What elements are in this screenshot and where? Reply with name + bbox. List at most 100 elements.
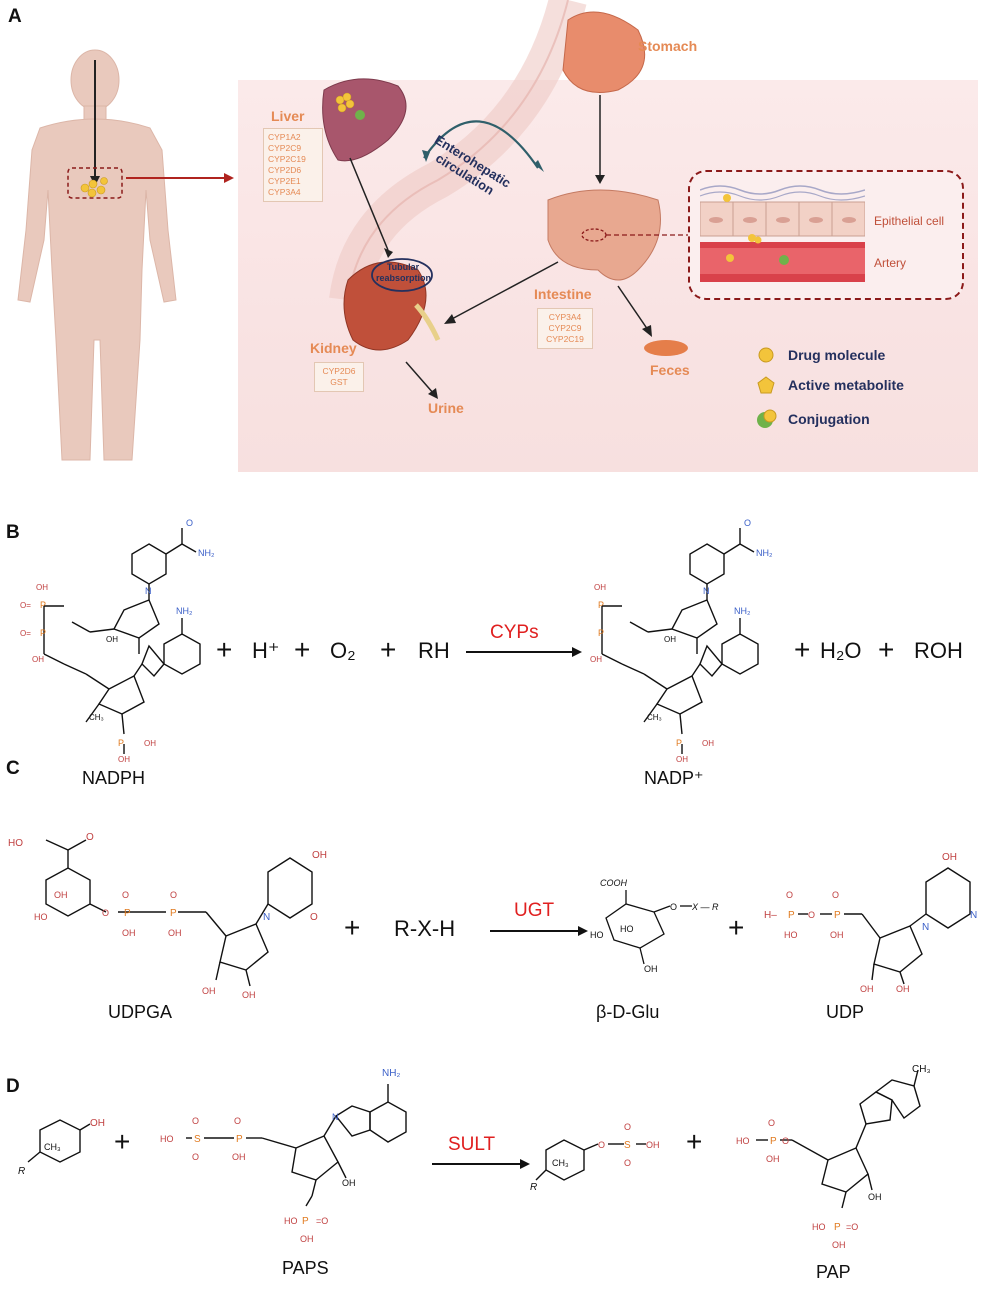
svg-text:OH: OH xyxy=(766,1154,780,1164)
svg-text:O=: O= xyxy=(20,629,31,638)
panel-label-b: B xyxy=(6,522,20,543)
svg-text:OH: OH xyxy=(36,583,48,592)
svg-text:OH: OH xyxy=(122,928,136,938)
plus-sign: + xyxy=(380,634,397,665)
nadph-label: NADPH xyxy=(82,768,146,788)
epithelial-cell-label: Epithelial cell xyxy=(874,214,945,228)
liver-enzyme: CYP2D6 xyxy=(268,165,302,175)
plus-sign: + xyxy=(686,1126,703,1157)
svg-text:OH: OH xyxy=(144,739,156,748)
legend-label: Active metabolite xyxy=(788,377,904,393)
ch3-text: CH₃ xyxy=(44,1142,61,1152)
liver-enzyme: CYP3A4 xyxy=(268,187,301,197)
svg-text:O: O xyxy=(786,890,793,900)
pentagon-icon xyxy=(757,376,775,394)
rxh-substrate: R-X-H xyxy=(394,916,456,941)
svg-text:OH: OH xyxy=(594,583,606,592)
ugt-enzyme-label: UGT xyxy=(514,900,555,921)
kidney-enzyme: CYP2D6 xyxy=(322,366,356,376)
legend-label: Drug molecule xyxy=(788,347,886,363)
svg-text:P: P xyxy=(170,908,177,919)
beta-d-glu-structure: COOH O X — R HO HO OH xyxy=(590,878,719,974)
svg-text:P: P xyxy=(770,1136,777,1147)
ch3-text: CH₃ xyxy=(912,1064,931,1075)
kidney-enzyme: GST xyxy=(330,377,348,387)
svg-text:P: P xyxy=(40,600,46,610)
tissue-illustration xyxy=(700,185,865,282)
udp-label: UDP xyxy=(826,1002,865,1022)
svg-text:OH: OH xyxy=(646,1140,660,1150)
svg-text:P: P xyxy=(40,628,46,638)
svg-text:OH: OH xyxy=(202,986,216,996)
intestine-label: Intestine xyxy=(534,286,592,302)
panel-label-d: D xyxy=(6,1076,20,1097)
svg-text:O: O xyxy=(234,1116,241,1126)
svg-text:HO: HO xyxy=(160,1134,174,1144)
phenol-structure: OH CH₃ R xyxy=(18,1118,105,1177)
plus-sign: + xyxy=(878,634,895,665)
plus-sign: + xyxy=(794,634,811,665)
nadp-plus-structure: O NH₂ N NH₂ OH P P OH OH CH₃ P OH OH xyxy=(590,518,773,764)
svg-text:HO: HO xyxy=(8,838,23,849)
sulfated-phenol-structure: O S O O OH CH₃ R xyxy=(530,1122,660,1193)
circle-icon xyxy=(758,347,774,363)
svg-text:P: P xyxy=(788,910,795,921)
oxygen: O₂ xyxy=(330,638,356,663)
svg-text:O: O xyxy=(670,902,677,912)
svg-text:OH: OH xyxy=(868,1192,882,1202)
svg-text:OH: OH xyxy=(342,1178,356,1188)
liver-enzyme: CYP2C9 xyxy=(268,143,302,153)
svg-text:O: O xyxy=(782,1136,789,1146)
svg-text:HO: HO xyxy=(284,1216,298,1226)
intestine-enzyme: CYP2C9 xyxy=(548,323,582,333)
digestive-tract-illustration xyxy=(322,0,688,399)
udpga-label: UDPGA xyxy=(108,1002,173,1022)
svg-text:N: N xyxy=(703,586,710,596)
svg-text:CH₃: CH₃ xyxy=(647,713,662,722)
liver-enzyme: CYP2C19 xyxy=(268,154,306,164)
svg-text:NH₂: NH₂ xyxy=(176,606,193,616)
svg-text:CH₃: CH₃ xyxy=(89,713,104,722)
intestine-enzyme: CYP3A4 xyxy=(548,312,582,322)
stomach-label: Stomach xyxy=(638,38,698,54)
liver-enzyme: CYP2E1 xyxy=(268,176,301,186)
svg-text:OH: OH xyxy=(90,1118,105,1129)
legend: Drug molecule Active metabolite Conjugat… xyxy=(756,342,904,436)
svg-text:NH₂: NH₂ xyxy=(198,548,215,558)
human-body-figure xyxy=(17,49,177,461)
svg-text:HO: HO xyxy=(784,930,798,940)
svg-text:O: O xyxy=(86,832,94,843)
svg-text:OH: OH xyxy=(702,739,714,748)
svg-text:OH: OH xyxy=(644,964,658,974)
svg-text:O=: O= xyxy=(20,601,31,610)
legend-item: Drug molecule xyxy=(756,342,904,368)
svg-text:NH₂: NH₂ xyxy=(756,548,773,558)
svg-text:HO: HO xyxy=(620,924,634,934)
svg-text:R: R xyxy=(18,1166,25,1177)
svg-text:N: N xyxy=(332,1112,339,1122)
paps-structure: HO S O O P O OH NH₂ N HO P =O OH OH xyxy=(160,1068,407,1244)
svg-text:O: O xyxy=(598,1140,605,1150)
svg-text:HO: HO xyxy=(590,930,604,940)
beta-d-glu-label: β-D-Glu xyxy=(596,1002,660,1022)
cyps-enzyme-label: CYPs xyxy=(490,622,539,643)
svg-text:HO: HO xyxy=(812,1222,826,1232)
svg-text:HO: HO xyxy=(34,912,48,922)
nadph-structure: O NH₂ N NH₂ OH P O= P O= OH OH CH₃ P OH … xyxy=(20,518,215,764)
svg-text:HO: HO xyxy=(736,1136,750,1146)
svg-text:OH: OH xyxy=(676,755,688,764)
svg-text:OH: OH xyxy=(832,1240,846,1250)
svg-text:=O: =O xyxy=(846,1222,858,1232)
sult-enzyme-label: SULT xyxy=(448,1134,496,1155)
svg-text:OH: OH xyxy=(830,930,844,940)
svg-text:P: P xyxy=(236,1134,243,1145)
svg-text:OH: OH xyxy=(54,890,68,900)
conjugation-icon xyxy=(757,409,777,428)
zoom-arrow xyxy=(126,173,234,183)
kidney-enzyme-box: CYP2D6 GST xyxy=(314,362,364,392)
water: H₂O xyxy=(820,638,862,663)
nh2-text: NH₂ xyxy=(382,1068,400,1079)
svg-text:O: O xyxy=(102,908,109,918)
intestine-enzyme: CYP2C19 xyxy=(546,334,584,344)
legend-item: Active metabolite xyxy=(756,368,904,402)
